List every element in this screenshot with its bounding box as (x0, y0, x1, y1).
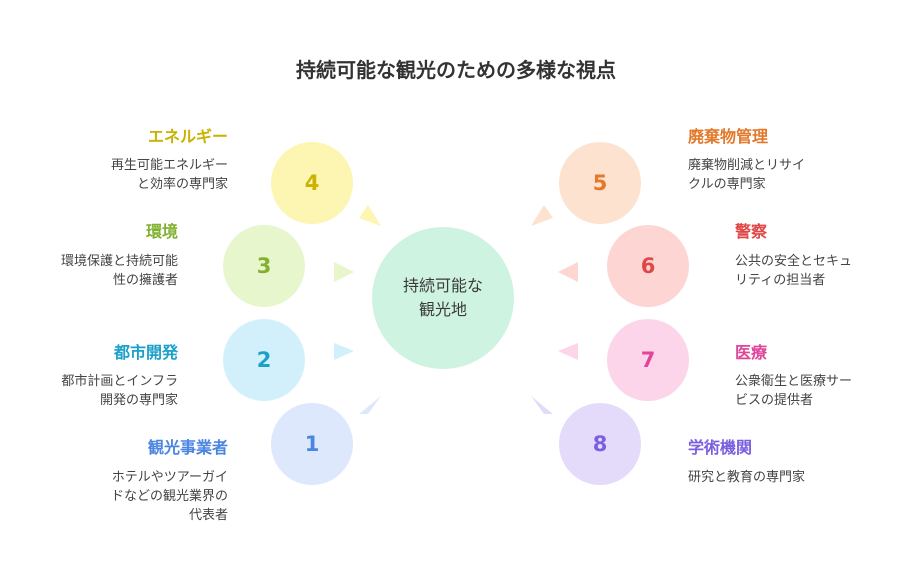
node-label-8: 学術機関 (688, 438, 753, 457)
node-label-2: 都市開発 (113, 343, 178, 362)
arrow-4 (359, 205, 381, 226)
node-number-8: 8 (592, 432, 608, 456)
node-label-1: 観光事業者 (147, 438, 228, 457)
arrow-7 (558, 343, 578, 360)
arrow-2 (334, 343, 354, 360)
diagram-title: 持続可能な観光のための多様な視点 (296, 58, 616, 82)
center-circle: 持続可能な 観光地 (372, 227, 514, 369)
node-label-4: エネルギー (147, 127, 228, 146)
node-circle-3: 3 (223, 225, 305, 307)
node-desc-5: 廃棄物削減とリサイクルの専門家 (688, 158, 806, 192)
center-label-line2: 観光地 (418, 300, 467, 319)
node-desc-2: 都市計画とインフラ開発の専門家 (61, 374, 178, 408)
node-number-4: 4 (304, 171, 320, 195)
arrow-1 (359, 396, 381, 414)
node-number-5: 5 (592, 171, 608, 195)
node-number-2: 2 (256, 348, 272, 372)
node-desc-6: 公共の安全とセキュリティの担当者 (735, 254, 853, 288)
node-label-5: 廃棄物管理 (688, 127, 769, 146)
node-circle-4: 4 (271, 142, 353, 224)
node-desc-8: 研究と教育の専門家 (688, 470, 806, 485)
center-label-line1: 持続可能な (402, 276, 483, 295)
node-number-6: 6 (640, 254, 656, 278)
node-circle-1: 1 (271, 403, 353, 485)
arrow-6 (558, 262, 578, 282)
node-circle-8: 8 (559, 403, 641, 485)
node-circle-2: 2 (223, 319, 305, 401)
arrow-8 (531, 396, 553, 414)
node-circle-6: 6 (607, 225, 689, 307)
arrow-3 (334, 262, 354, 282)
node-label-3: 環境 (145, 222, 178, 241)
node-desc-4: 再生可能エネルギーと効率の専門家 (110, 158, 228, 192)
node-desc-7: 公衆衛生と医療サービスの提供者 (735, 374, 853, 408)
node-number-7: 7 (640, 348, 656, 372)
node-circle-5: 5 (559, 142, 641, 224)
node-number-1: 1 (304, 432, 320, 456)
node-circle-7: 7 (607, 319, 689, 401)
node-desc-1: ホテルやツアーガイドなどの観光業界の代表者 (110, 470, 228, 523)
node-label-7: 医療 (735, 343, 768, 362)
node-desc-3: 環境保護と持続可能性の擁護者 (60, 254, 178, 288)
arrow-5 (531, 205, 553, 226)
node-label-6: 警察 (735, 222, 768, 241)
node-number-3: 3 (256, 254, 272, 278)
